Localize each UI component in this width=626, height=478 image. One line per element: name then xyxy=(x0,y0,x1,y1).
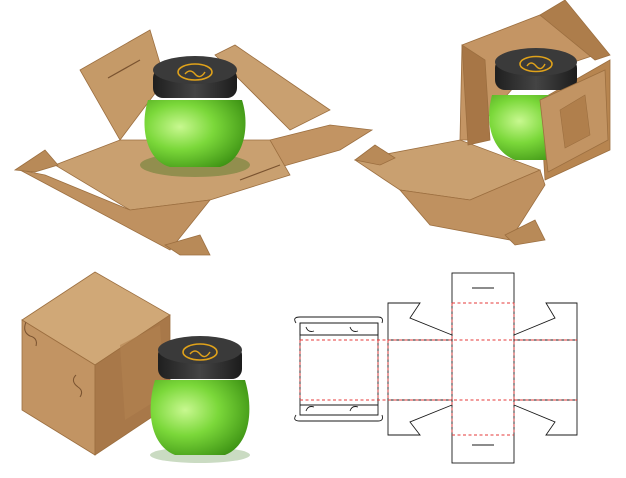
box-left-wall xyxy=(461,44,491,146)
flap-slot xyxy=(107,59,141,79)
open-box-flat-group xyxy=(13,29,374,256)
jar-body xyxy=(144,100,246,167)
box-back-right-flap xyxy=(214,44,331,131)
box-floor-left-tab xyxy=(354,144,396,166)
lock-tab-front xyxy=(72,374,83,398)
dieline-right-flaps xyxy=(513,302,578,436)
swirl-emblem-icon xyxy=(182,343,218,361)
jar-body xyxy=(150,380,250,455)
dieline-center-column xyxy=(451,272,515,464)
dieline-left-flaps xyxy=(387,302,453,436)
jar-lid-top xyxy=(153,56,237,84)
front-slot xyxy=(239,164,281,181)
box-front-bottom-tab xyxy=(164,234,211,256)
box-top-flap-right xyxy=(539,0,611,61)
lock-tab-left xyxy=(24,321,37,347)
box-floor-bottom-tab xyxy=(504,219,546,246)
swirl-emblem-icon xyxy=(519,55,553,73)
box-right-tab xyxy=(269,124,374,171)
dieline-template xyxy=(294,272,578,464)
half-closed-box-group xyxy=(353,0,611,246)
box-front-right-cutout xyxy=(559,94,591,149)
box-left-tab xyxy=(13,149,59,173)
jar-bottom-left xyxy=(150,336,250,463)
jar-top-left xyxy=(140,56,250,177)
closed-box-group xyxy=(21,271,250,463)
box-floor-front-flap xyxy=(399,169,546,241)
jar-lid-top xyxy=(495,48,577,76)
dieline-fold-lines xyxy=(299,302,577,436)
swirl-emblem-icon xyxy=(177,63,213,81)
dieline-left-panel xyxy=(294,316,383,422)
jar-lid-top xyxy=(158,336,242,364)
